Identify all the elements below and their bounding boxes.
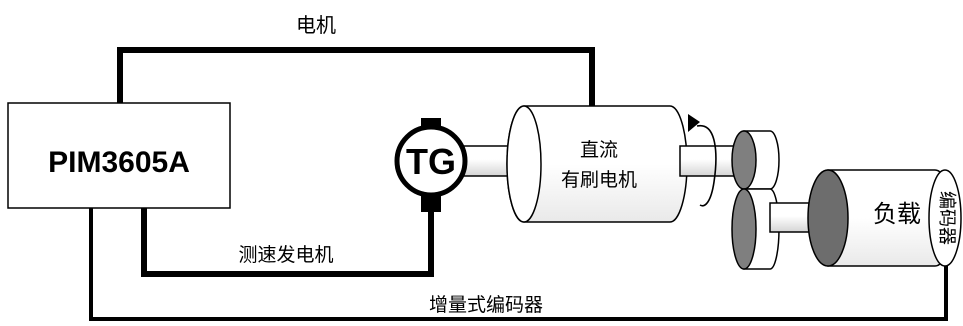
motor-back-face xyxy=(506,105,542,223)
tg-label: TG xyxy=(406,141,456,182)
rotation-arrow-icon xyxy=(688,114,717,207)
encoder-wire xyxy=(89,208,948,321)
dc-motor: 直流 有刷电机 xyxy=(506,105,688,223)
load-label: 负载 xyxy=(873,200,921,228)
encoder: 编码器 xyxy=(928,169,962,267)
tach-wire-label: 测速发电机 xyxy=(238,244,333,266)
tach-wire xyxy=(141,208,434,277)
gear-upper xyxy=(731,130,780,190)
gear-lower xyxy=(731,188,780,270)
encoder-wire-label: 增量式编码器 xyxy=(429,294,543,316)
load-face xyxy=(807,169,849,267)
motor-label-line1: 直流 xyxy=(580,139,618,161)
tachogenerator: TG xyxy=(394,118,468,212)
motor-label-line2: 有刷电机 xyxy=(561,169,637,191)
motor-wire xyxy=(117,47,595,106)
motor-wire-label: 电机 xyxy=(296,13,336,37)
controller-box xyxy=(7,102,231,209)
controller-label: PIM3605A xyxy=(48,146,190,179)
tg-body xyxy=(394,124,468,198)
encoder-label: 编码器 xyxy=(936,191,957,245)
encoder-disk xyxy=(928,169,962,267)
